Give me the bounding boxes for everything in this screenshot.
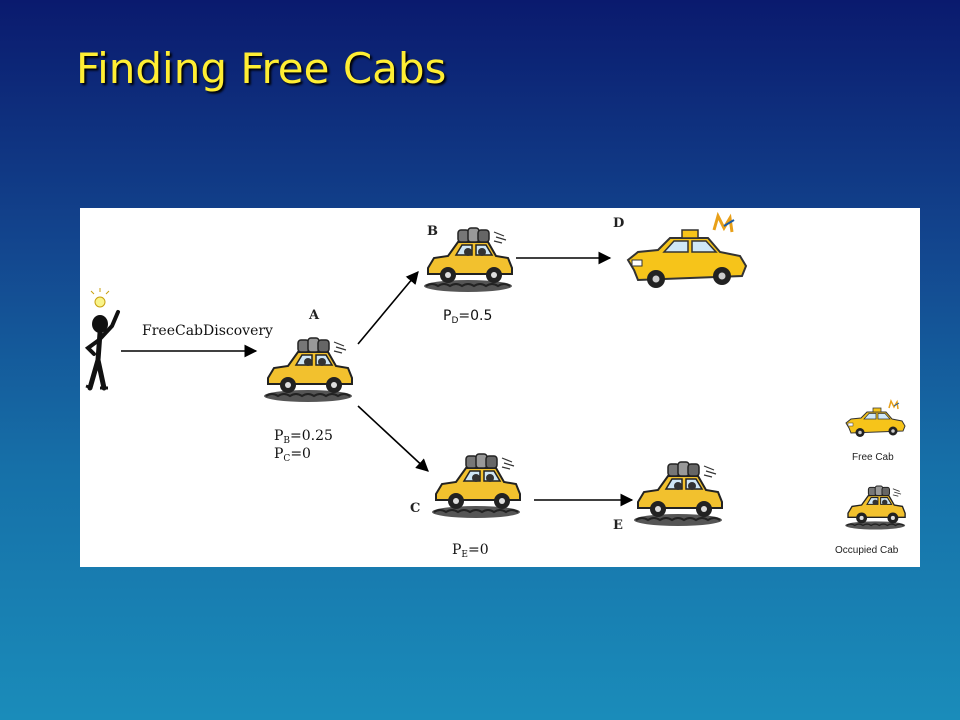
node-label-d: D	[613, 216, 625, 231]
cab-c-occupied-icon	[431, 453, 521, 519]
prob-sub-d: D	[451, 316, 459, 326]
arrow-a-to-b	[357, 271, 419, 345]
prob-sub-c: C	[283, 454, 291, 464]
cab-a-occupied-icon	[263, 337, 353, 403]
legend-free-cab-icon	[845, 400, 906, 438]
probability-e: PE=0	[452, 542, 489, 564]
node-label-c: C	[410, 501, 421, 516]
prob-value-d: =0.5	[458, 308, 493, 324]
prob-value-e: =0	[468, 542, 489, 558]
probability-c: PC=0	[274, 446, 311, 468]
arrow-a-to-c	[357, 405, 429, 472]
diagram-panel: FreeCabDiscovery A B C D E PB=0.25 PC=0 …	[80, 208, 920, 567]
prob-symbol: P	[452, 542, 462, 558]
prob-symbol: P	[274, 428, 284, 444]
prob-sub-e: E	[461, 550, 468, 560]
slide-title: Finding Free Cabs	[76, 44, 447, 93]
probability-b: PB=0.25	[274, 428, 333, 450]
prob-value-b: =0.25	[290, 428, 333, 444]
node-label-e: E	[613, 518, 623, 533]
legend-free-cab-label: Free Cab	[852, 452, 894, 463]
node-label-b: B	[427, 224, 438, 239]
probability-d: PD=0.5	[443, 308, 492, 330]
prob-symbol: P	[274, 446, 284, 462]
node-label-a: A	[309, 308, 320, 323]
legend-occupied-cab-label: Occupied Cab	[835, 545, 899, 556]
prob-value-c: =0	[290, 446, 311, 462]
prob-sub-b: B	[283, 436, 291, 446]
cab-d-free-icon	[626, 214, 748, 290]
message-label-free-cab-discovery: FreeCabDiscovery	[142, 323, 273, 339]
cab-e-occupied-icon	[633, 461, 723, 527]
requester-person-icon	[86, 288, 118, 388]
legend-occupied-cab-icon	[844, 485, 906, 531]
diagram-graphics	[80, 214, 906, 531]
prob-symbol: P	[443, 308, 452, 324]
